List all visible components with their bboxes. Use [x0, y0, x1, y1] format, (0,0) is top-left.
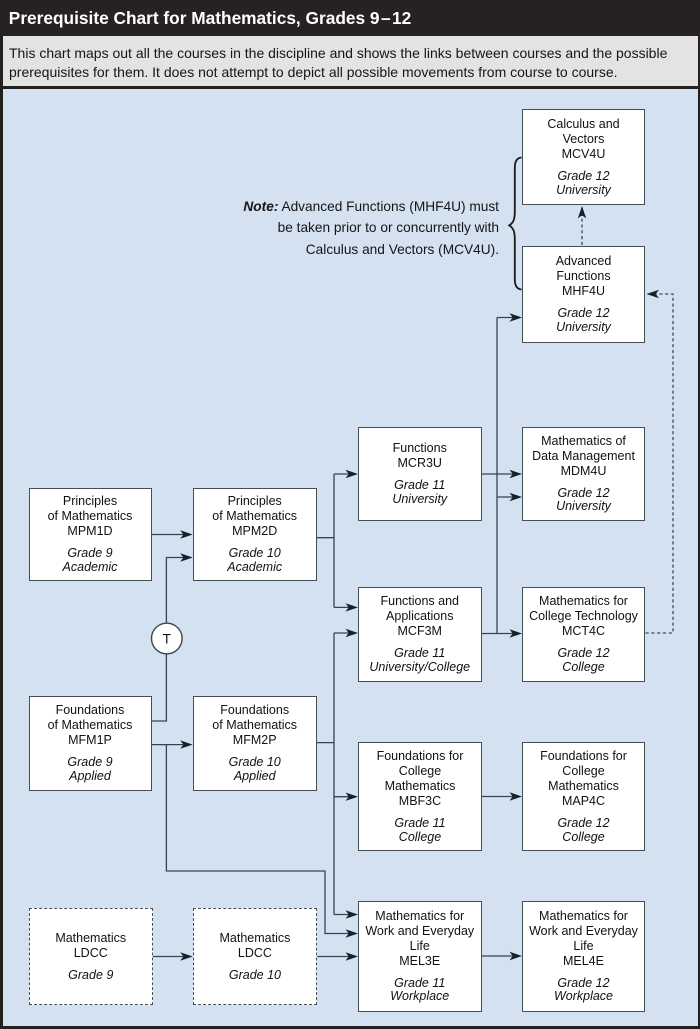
svg-text:T: T: [163, 631, 171, 646]
